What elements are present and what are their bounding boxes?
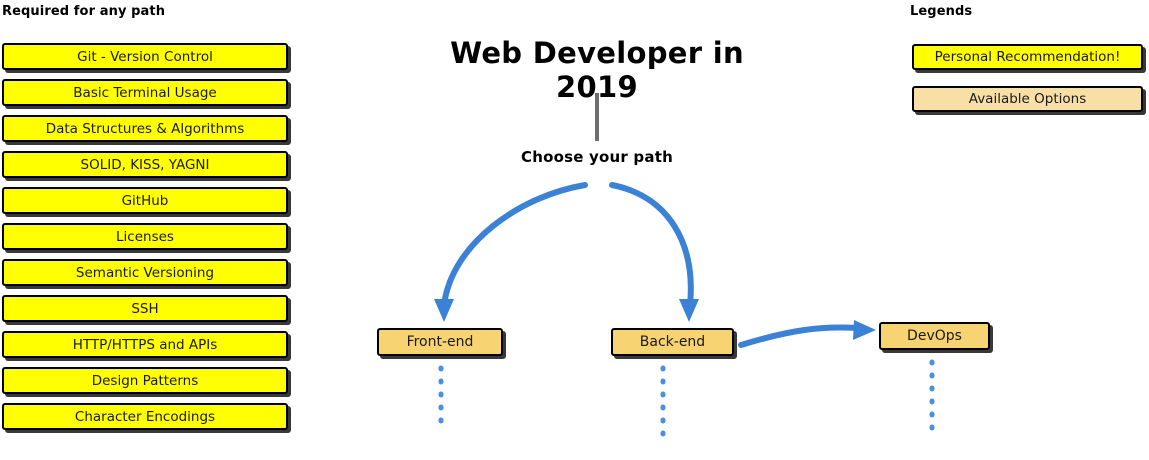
- required-item-6[interactable]: Licenses: [2, 223, 288, 250]
- required-item-9[interactable]: HTTP/HTTPS and APIs: [2, 331, 288, 358]
- required-section-heading: Required for any path: [2, 4, 166, 19]
- legend-section-heading: Legends: [910, 4, 973, 19]
- required-item-1[interactable]: Git - Version Control: [2, 43, 288, 70]
- node-devops[interactable]: DevOps: [879, 322, 990, 350]
- arrow-choose-to-front-end: [441, 182, 588, 308]
- required-item-10[interactable]: Design Patterns: [2, 367, 288, 394]
- required-item-3[interactable]: Data Structures & Algorithms: [2, 115, 288, 142]
- required-item-2[interactable]: Basic Terminal Usage: [2, 79, 288, 106]
- node-front-end[interactable]: Front-end: [377, 328, 503, 356]
- required-item-4[interactable]: SOLID, KISS, YAGNI: [2, 151, 288, 178]
- legend-item-2: Available Options: [912, 86, 1143, 112]
- legend-item-1: Personal Recommendation!: [912, 44, 1143, 70]
- node-back-end[interactable]: Back-end: [611, 328, 734, 356]
- arrow-choose-to-back-end: [609, 182, 694, 308]
- required-item-7[interactable]: Semantic Versioning: [2, 259, 288, 286]
- arrowhead-back-end: [679, 299, 699, 322]
- arrowhead-devops: [853, 320, 876, 340]
- required-item-5[interactable]: GitHub: [2, 187, 288, 214]
- choose-your-path-label: Choose your path: [521, 148, 673, 166]
- required-item-11[interactable]: Character Encodings: [2, 403, 288, 430]
- page-title: Web Developer in 2019: [450, 36, 744, 104]
- arrow-back-end-to-devops: [738, 324, 861, 348]
- arrowhead-front-end: [434, 299, 454, 322]
- required-item-8[interactable]: SSH: [2, 295, 288, 322]
